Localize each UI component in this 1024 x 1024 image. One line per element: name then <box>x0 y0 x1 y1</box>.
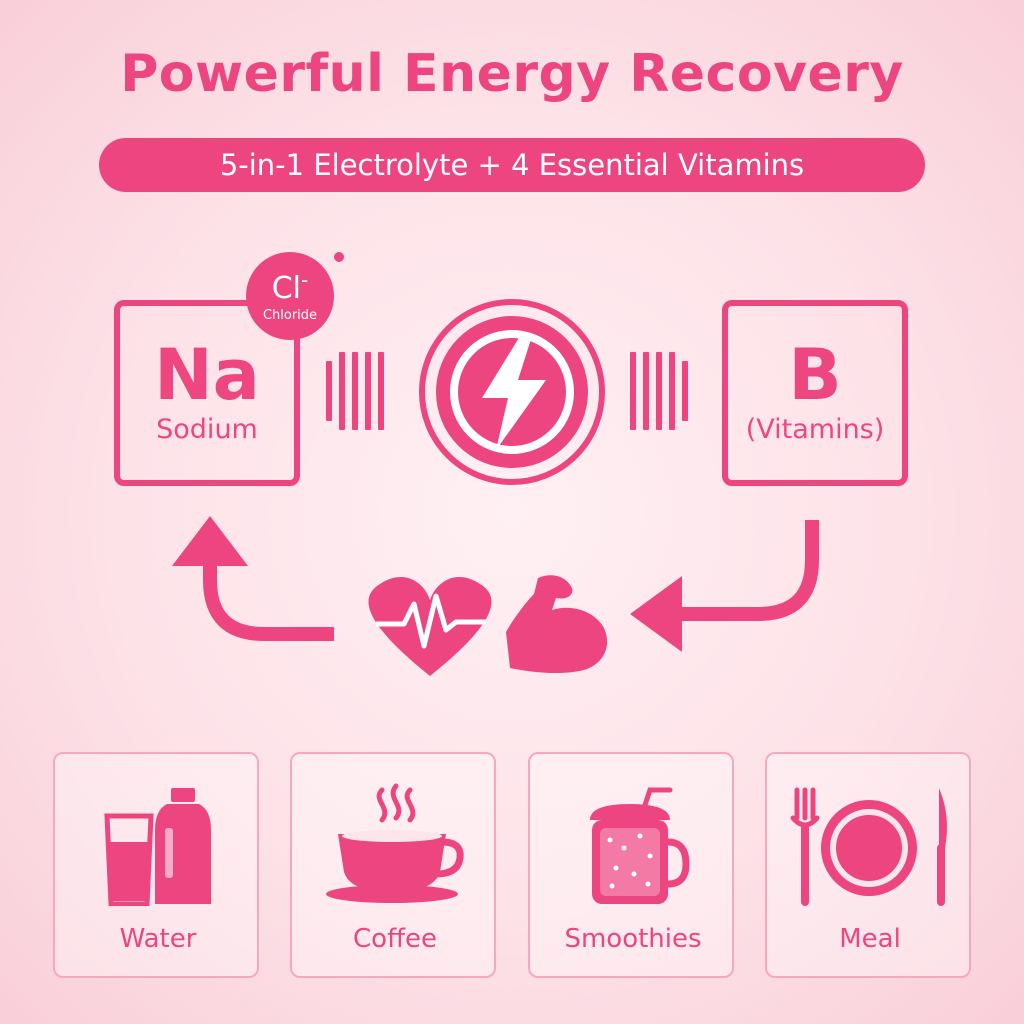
cycle-graphics <box>172 299 819 676</box>
card-smoothies-label: Smoothies <box>564 924 702 954</box>
card-smoothies: Smoothies <box>528 752 734 978</box>
flexed-bicep-icon <box>506 575 608 674</box>
sodium-name: Sodium <box>156 413 258 445</box>
chloride-dot <box>331 249 347 265</box>
coffee-cup-icon <box>326 783 464 903</box>
vitamin-b-symbol: B <box>788 333 842 416</box>
vitamin-b-element-box: B (Vitamins) <box>722 300 908 486</box>
card-water: Water <box>53 752 259 978</box>
card-coffee-label: Coffee <box>353 924 437 954</box>
smoothie-jar-icon <box>590 787 690 904</box>
card-coffee: Coffee <box>290 752 496 978</box>
heart-pulse-icon <box>368 576 492 676</box>
card-meal-label: Meal <box>839 924 901 954</box>
vitamin-b-name: (Vitamins) <box>745 413 885 445</box>
chloride-name: Chloride <box>262 307 318 323</box>
chloride-symbol: Cl- <box>271 267 309 306</box>
curved-arrow-right-icon <box>630 520 819 652</box>
card-meal: Meal <box>765 752 971 978</box>
connector-bars-left <box>326 352 384 430</box>
water-glass-bottle-icon <box>104 788 211 906</box>
plate-cutlery-icon <box>790 787 947 906</box>
chloride-badge: Cl- Chloride <box>246 252 334 340</box>
lightning-bolt-icon <box>419 299 605 485</box>
subtitle-banner: 5-in-1 Electrolyte + 4 Essential Vitamin… <box>99 138 925 192</box>
sodium-element-box: Na Sodium <box>114 300 300 486</box>
sodium-symbol: Na <box>154 333 260 416</box>
curved-arrow-left-icon <box>172 516 334 641</box>
card-water-label: Water <box>119 924 197 954</box>
chloride-charge: - <box>301 267 309 292</box>
connector-bars-right <box>630 352 688 430</box>
page-title: Powerful Energy Recovery <box>120 44 904 104</box>
